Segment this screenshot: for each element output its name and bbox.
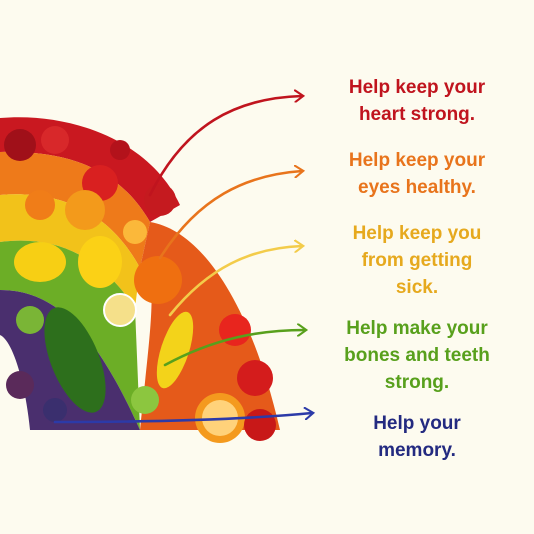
arrow-red xyxy=(148,96,302,197)
band-yellow-fruits xyxy=(0,194,140,308)
arrow-green xyxy=(163,330,305,367)
fruit-details xyxy=(4,126,276,443)
benefit-memory: Help your memory. xyxy=(373,413,461,461)
benefit-eyes: Help keep your eyes healthy. xyxy=(348,150,486,198)
arrow-blue xyxy=(53,413,312,424)
benefit-heart: Help keep your heart strong. xyxy=(348,77,486,125)
band-green-veg xyxy=(0,240,140,430)
arrows xyxy=(53,96,312,424)
arrow-yellow xyxy=(168,246,302,317)
benefit-bones-teeth: Help make your bones and teeth strong. xyxy=(344,318,490,393)
arrow-orange xyxy=(158,171,302,260)
benefit-immunity: Help keep you from getting sick. xyxy=(352,223,482,298)
